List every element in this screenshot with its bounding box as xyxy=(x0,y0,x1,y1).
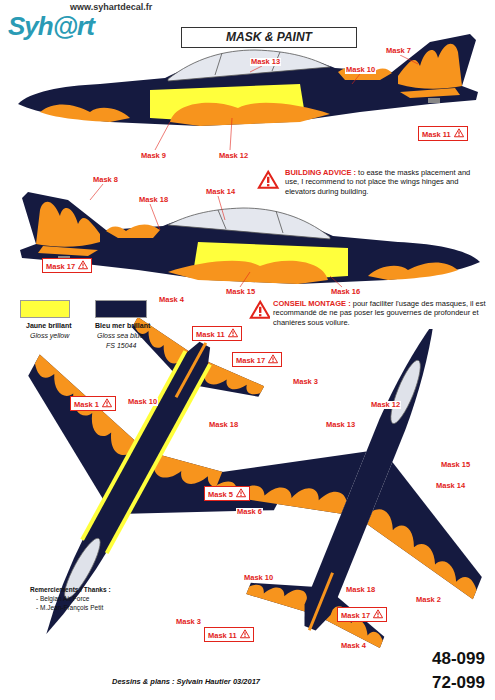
mask-label: Mask 11 xyxy=(422,130,451,139)
mask-box: Mask 17 xyxy=(232,352,282,367)
callout-label: Mask 18 xyxy=(138,196,169,204)
callout-label: Mask 4 xyxy=(158,296,185,304)
mask-label: Mask 17 xyxy=(46,262,75,271)
callout-label: Mask 13 xyxy=(325,421,356,429)
callout-label: Mask 8 xyxy=(92,176,119,184)
callout-label: Mask 13 xyxy=(250,58,281,66)
plan-view-lower xyxy=(180,270,495,683)
text-label: 72-099 xyxy=(432,674,485,693)
mask-box: Mask 11 xyxy=(204,627,254,642)
color-swatch xyxy=(95,300,147,318)
legend-text: Jaune brillant xyxy=(26,322,72,330)
callout-label: Mask 2 xyxy=(415,596,442,604)
legend-text: Bleu mer brillant xyxy=(95,322,150,330)
warning-icon xyxy=(78,260,88,270)
callout-label: Mask 3 xyxy=(175,618,202,626)
text-label: 48-099 xyxy=(432,650,485,669)
advice-heading: BUILDING ADVICE : xyxy=(285,168,356,177)
warning-icon xyxy=(373,609,383,619)
text-label: Gloss sea blue xyxy=(97,332,143,340)
callout-label: Mask 6 xyxy=(236,508,263,516)
warning-icon xyxy=(454,128,464,138)
mask-label: Mask 1 xyxy=(74,400,99,409)
text-label: Gloss yellow xyxy=(30,332,69,340)
callout-label: Mask 10 xyxy=(243,574,274,582)
mask-box: Mask 11 xyxy=(418,126,468,141)
callout-label: Mask 14 xyxy=(435,482,466,490)
callout-label: Mask 10 xyxy=(127,398,158,406)
callout-label: Mask 10 xyxy=(345,66,376,74)
mask-label: Mask 17 xyxy=(341,611,370,620)
text-label: - Belgian Air Force xyxy=(36,595,89,602)
text-label: - M.Jean-François Petit xyxy=(36,604,103,611)
text-label: Dessins & plans : Sylvain Hautier 03/201… xyxy=(112,678,260,686)
text-label: Remerciements / Thanks : xyxy=(30,586,111,593)
callout-label: Mask 3 xyxy=(292,378,319,386)
callout-label: Mask 12 xyxy=(218,152,249,160)
callout-label: Mask 12 xyxy=(370,401,401,409)
warning-icon xyxy=(268,354,278,364)
callout-label: Mask 9 xyxy=(140,152,167,160)
callout-label: Mask 7 xyxy=(385,47,412,55)
title-box: MASK & PAINT xyxy=(181,27,357,48)
callout-label: Mask 15 xyxy=(440,461,471,469)
mask-box: Mask 17 xyxy=(337,607,387,622)
callout-label: Mask 16 xyxy=(330,288,361,296)
callout-label: Mask 15 xyxy=(225,288,256,296)
mask-box: Mask 11 xyxy=(192,326,242,341)
warning-icon xyxy=(102,398,112,408)
callout-label: Mask 4 xyxy=(340,642,367,650)
mask-label: Mask 5 xyxy=(208,490,233,499)
text-label: FS 15044 xyxy=(106,342,136,350)
side-view-right xyxy=(20,192,480,284)
color-swatch xyxy=(20,300,70,318)
warning-icon xyxy=(236,488,246,498)
advice-heading: CONSEIL MONTAGE : xyxy=(273,299,351,308)
mask-label: Mask 11 xyxy=(196,330,225,339)
callout-label: Mask 18 xyxy=(208,421,239,429)
mask-box: Mask 5 xyxy=(204,486,250,501)
mask-label: Mask 17 xyxy=(236,356,265,365)
mask-box: Mask 17 xyxy=(42,258,92,273)
warning-icon xyxy=(228,328,238,338)
advice-box: BUILDING ADVICE : to ease the masks plac… xyxy=(282,166,486,198)
mask-label: Mask 11 xyxy=(208,631,237,640)
mask-box: Mask 1 xyxy=(70,396,116,411)
text-label: Syh@rt xyxy=(8,12,94,41)
advice-box: CONSEIL MONTAGE : pour faciliter l'usage… xyxy=(270,297,491,329)
warning-icon xyxy=(240,629,250,639)
callout-label: Mask 18 xyxy=(345,586,376,594)
callout-label: Mask 14 xyxy=(205,188,236,196)
